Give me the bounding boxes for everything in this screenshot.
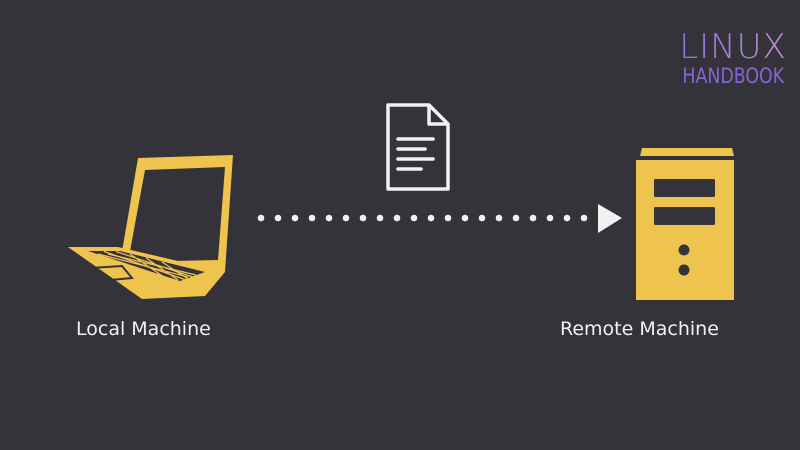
linux-handbook-logo: LINUX HANDBOOK [678,30,788,87]
logo-line2: HANDBOOK [682,64,785,88]
connector-dots [257,214,588,222]
document-icon [386,103,450,191]
server-icon [636,148,734,300]
remote-machine-label: Remote Machine [560,318,719,340]
transfer-connector [257,204,622,233]
local-machine-label: Local Machine [76,318,211,340]
logo-line1: LINUX [679,27,787,67]
arrow-head-icon [598,204,622,233]
laptop-icon [68,155,233,299]
